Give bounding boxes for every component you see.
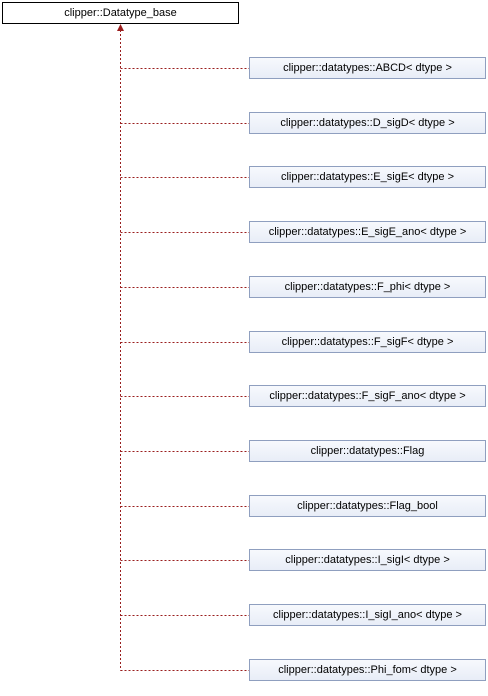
derived-class-node[interactable]: clipper::datatypes::Flag_bool — [249, 495, 486, 517]
derived-class-node[interactable]: clipper::datatypes::D_sigD< dtype > — [249, 112, 486, 134]
inheritance-arrowhead — [117, 24, 124, 31]
base-class-node[interactable]: clipper::Datatype_base — [2, 2, 239, 24]
derived-class-node[interactable]: clipper::datatypes::F_sigF< dtype > — [249, 331, 486, 353]
derived-class-node[interactable]: clipper::datatypes::I_sigI_ano< dtype > — [249, 604, 486, 626]
derived-class-node[interactable]: clipper::datatypes::E_sigE_ano< dtype > — [249, 221, 486, 243]
derived-class-node[interactable]: clipper::datatypes::Phi_fom< dtype > — [249, 659, 486, 681]
derived-class-node[interactable]: clipper::datatypes::Flag — [249, 440, 486, 462]
derived-class-node[interactable]: clipper::datatypes::F_phi< dtype > — [249, 276, 486, 298]
derived-class-node[interactable]: clipper::datatypes::ABCD< dtype > — [249, 57, 486, 79]
derived-class-node[interactable]: clipper::datatypes::I_sigI< dtype > — [249, 549, 486, 571]
derived-class-node[interactable]: clipper::datatypes::E_sigE< dtype > — [249, 166, 486, 188]
derived-class-node[interactable]: clipper::datatypes::F_sigF_ano< dtype > — [249, 385, 486, 407]
